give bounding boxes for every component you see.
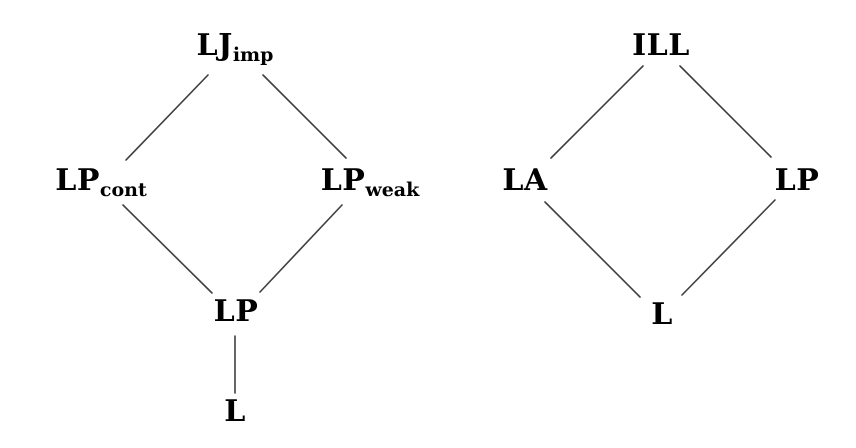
node-lp-left: LP	[214, 297, 259, 327]
node-la: LA	[502, 166, 547, 196]
edge-lp-l-right	[681, 199, 776, 296]
node-ljimp: LJimp	[196, 28, 274, 65]
edge-ljimp-lpcont	[125, 74, 209, 161]
node-lpcont-subscript: cont	[99, 179, 147, 201]
edge-ljimp-lpweak	[262, 74, 347, 159]
node-ljimp-subscript: imp	[232, 44, 274, 66]
node-lp-right-label: LP	[774, 163, 820, 198]
edge-lpcont-lp	[122, 204, 213, 294]
node-lp-right: LP	[775, 166, 820, 196]
edge-lpweak-lp	[259, 204, 343, 293]
node-l-right-label: L	[651, 297, 673, 332]
node-ill-label: ILL	[632, 28, 690, 63]
node-lpweak: LPweak	[320, 163, 420, 200]
edge-la-l	[544, 201, 641, 298]
node-ljimp-label: LJ	[196, 28, 233, 63]
node-l-left: L	[224, 397, 246, 427]
node-lpweak-subscript: weak	[365, 179, 420, 201]
node-lp-left-label: LP	[213, 294, 259, 329]
node-lpcont: LPcont	[55, 163, 147, 200]
node-ill: ILL	[632, 31, 690, 61]
node-la-label: LA	[502, 163, 548, 198]
node-l-left-label: L	[224, 394, 246, 429]
edge-ill-la	[550, 65, 644, 159]
node-l-right: L	[651, 300, 673, 330]
node-lpcont-label: LP	[55, 163, 100, 198]
node-lpweak-label: LP	[320, 163, 366, 198]
edge-ill-lp	[679, 65, 772, 158]
